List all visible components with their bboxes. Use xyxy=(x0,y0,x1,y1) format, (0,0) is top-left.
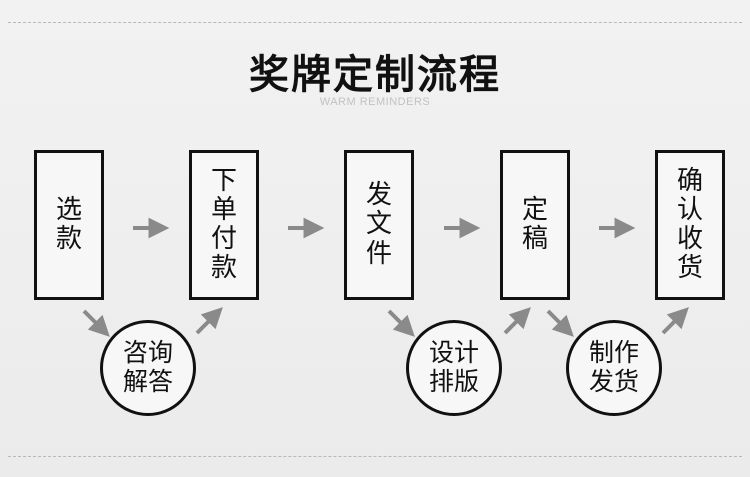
substep-production-shipping: 制作发货 xyxy=(566,320,662,416)
arrow-down-to-design xyxy=(387,309,415,337)
substep-design-layout: 设计排版 xyxy=(406,320,502,416)
top-dashed-divider xyxy=(8,22,742,23)
step-label: 选款 xyxy=(55,194,82,254)
step-label: 定稿 xyxy=(521,194,548,254)
step-label: 确认收货 xyxy=(676,165,703,284)
arrow-up-from-consultation xyxy=(195,307,223,335)
step-order-pay: 下单付款 xyxy=(189,150,259,300)
arrow-up-from-production xyxy=(661,307,689,335)
step-send-files: 发文件 xyxy=(344,150,414,300)
step-finalize: 定稿 xyxy=(500,150,570,300)
substep-label: 设计排版 xyxy=(428,338,479,396)
substep-label: 咨询解答 xyxy=(122,338,173,396)
diagram-title: 奖牌定制流程 xyxy=(249,52,501,98)
arrow-down-to-consultation xyxy=(82,309,110,337)
arrow-down-to-production xyxy=(546,309,574,337)
diagram-subtitle: WARM REMINDERS xyxy=(319,96,431,108)
bottom-dashed-divider xyxy=(8,456,742,457)
step-confirm-receipt: 确认收货 xyxy=(655,150,725,300)
step-select-style: 选款 xyxy=(34,150,104,300)
substep-consultation: 咨询解答 xyxy=(100,320,196,416)
step-label: 发文件 xyxy=(365,180,392,269)
arrow-up-from-design xyxy=(503,307,531,335)
step-label: 下单付款 xyxy=(210,165,237,284)
substep-label: 制作发货 xyxy=(588,338,639,396)
